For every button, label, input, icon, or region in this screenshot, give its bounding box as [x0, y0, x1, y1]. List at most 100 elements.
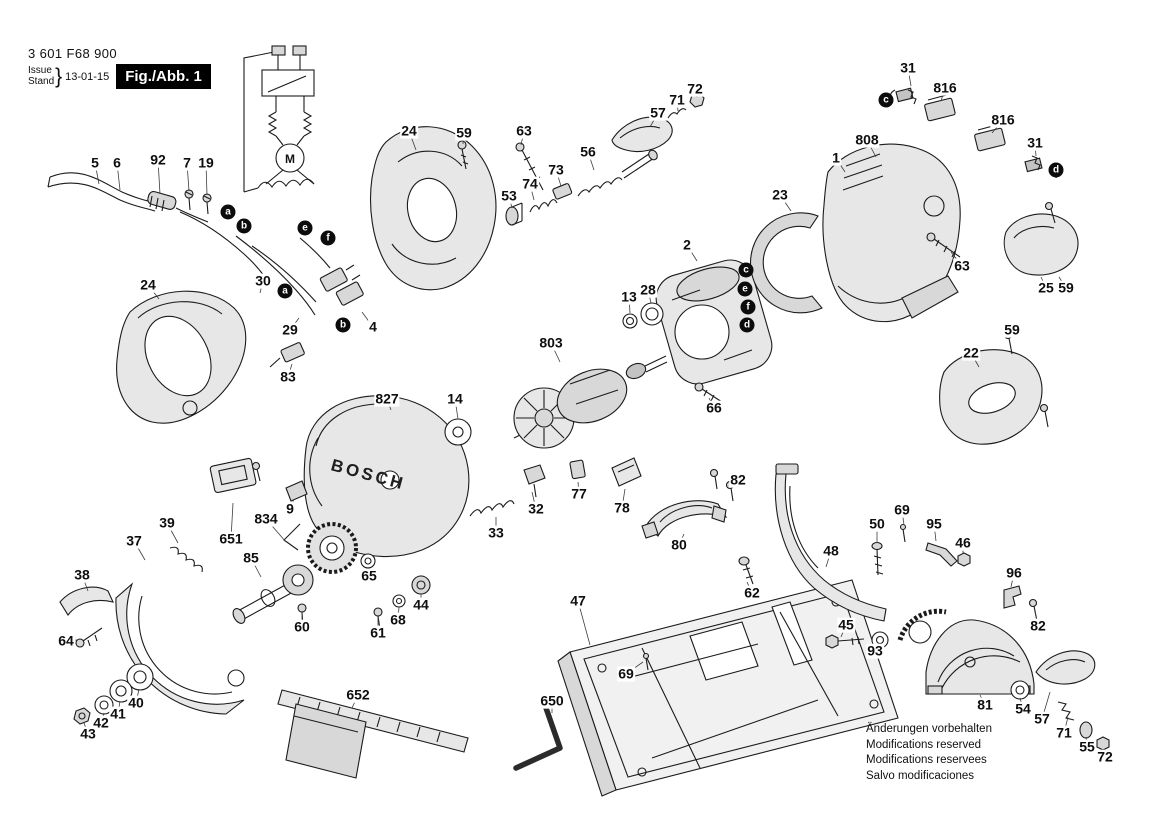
allen-key-650 — [513, 705, 563, 771]
part-label-57: 57 — [1033, 710, 1051, 727]
part-label-41: 41 — [109, 705, 127, 722]
part-label-85: 85 — [242, 549, 260, 566]
nut-46 — [957, 552, 971, 567]
part-label-816: 816 — [932, 79, 958, 96]
rack-sector — [897, 608, 947, 644]
stand-label: Stand — [28, 75, 55, 87]
motor-housing-1-808 — [822, 143, 961, 323]
part-label-31: 31 — [899, 59, 917, 76]
bearing-13 — [622, 313, 638, 329]
lever-95 — [925, 542, 958, 567]
letter-marker-c: c — [878, 92, 894, 108]
part-label-68: 68 — [389, 611, 407, 628]
part-label-63: 63 — [953, 257, 971, 274]
part-label-72: 72 — [1096, 748, 1114, 765]
part-label-44: 44 — [412, 596, 430, 613]
part-label-22: 22 — [962, 344, 980, 361]
issue-date: 13-01-15 — [65, 70, 110, 83]
part-label-30: 30 — [254, 272, 272, 289]
part-label-69: 69 — [893, 501, 911, 518]
part-label-5: 5 — [90, 154, 100, 171]
part-label-28: 28 — [639, 281, 657, 298]
part-label-55: 55 — [1078, 738, 1096, 755]
part-label-24: 24 — [400, 122, 418, 139]
part-label-50: 50 — [868, 515, 886, 532]
part-label-82: 82 — [729, 471, 747, 488]
part-label-72: 72 — [686, 80, 704, 97]
footer-note-es: Salvo modificaciones — [866, 769, 975, 782]
part-label-82: 82 — [1029, 617, 1047, 634]
part-label-31: 31 — [1026, 134, 1044, 151]
letter-marker-f: f — [320, 230, 336, 246]
screw-62 — [738, 556, 754, 585]
letter-marker-d: d — [1048, 162, 1064, 178]
flange-set-40-43 — [73, 663, 154, 725]
lever-38 — [59, 586, 114, 616]
armature-803 — [513, 355, 668, 449]
part-label-60: 60 — [293, 618, 311, 635]
plunger-53-74-73 — [505, 183, 573, 226]
motor-symbol: M — [285, 152, 295, 166]
part-label-24: 24 — [139, 276, 157, 293]
part-label-59: 59 — [455, 124, 473, 141]
part-label-96: 96 — [1005, 564, 1023, 581]
part-label-74: 74 — [521, 175, 539, 192]
part-label-59: 59 — [1057, 279, 1075, 296]
bearing-28 — [640, 302, 664, 326]
handle-shell-upper-24 — [370, 126, 497, 291]
connector-83 — [269, 342, 305, 368]
part-label-652: 652 — [345, 686, 371, 703]
issue-row: Issue Stand } 13-01-15 Fig./Abb. 1 — [28, 64, 211, 89]
part-label-83: 83 — [279, 368, 297, 385]
letter-marker-b: b — [236, 218, 252, 234]
part-label-45: 45 — [837, 616, 855, 633]
part-label-57: 57 — [649, 104, 667, 121]
letter-marker-c: c — [738, 262, 754, 278]
part-label-53: 53 — [500, 187, 518, 204]
wiring-schematic: M — [243, 45, 315, 193]
part-label-2: 2 — [682, 236, 692, 253]
document-number: 3 601 F68 900 — [28, 46, 118, 61]
part-label-65: 65 — [360, 567, 378, 584]
part-label-1: 1 — [831, 149, 841, 166]
spring-33 — [469, 500, 515, 517]
letter-marker-a: a — [277, 283, 293, 299]
screw-59-top — [457, 140, 469, 170]
part-label-29: 29 — [281, 321, 299, 338]
part-label-63: 63 — [515, 122, 533, 139]
doc-header: 3 601 F68 900 Issue Stand } 13-01-15 Fig… — [28, 46, 211, 89]
part-label-4: 4 — [368, 318, 378, 335]
part-label-92: 92 — [149, 151, 167, 168]
window-651 — [209, 457, 261, 494]
part-label-59: 59 — [1003, 321, 1021, 338]
clamp-parts-bottom-right — [1010, 650, 1110, 751]
letter-marker-e: e — [297, 220, 313, 236]
base-plate-47 — [557, 579, 899, 797]
letter-marker-f: f — [740, 299, 756, 315]
handle-shell-left-24 — [116, 290, 247, 424]
brush-assemblies-816 — [889, 87, 1057, 179]
letter-marker-e: e — [737, 281, 753, 297]
handle-cover-22 — [939, 330, 1049, 445]
part-label-78: 78 — [613, 499, 631, 516]
part-78 — [611, 457, 642, 487]
part-label-64: 64 — [57, 632, 75, 649]
footer-note-fr: Modifications reservees — [866, 754, 987, 766]
part-label-40: 40 — [127, 694, 145, 711]
part-label-25: 25 — [1037, 279, 1055, 296]
part-label-56: 56 — [579, 143, 597, 160]
blade-housing-827: BOSCH — [283, 395, 470, 557]
part-label-62: 62 — [743, 584, 761, 601]
connector-4 — [319, 264, 364, 306]
part-label-7: 7 — [182, 154, 192, 171]
part-label-32: 32 — [527, 500, 545, 517]
lower-guard-37 — [115, 582, 245, 715]
part-label-816: 816 — [990, 111, 1016, 128]
part-label-48: 48 — [822, 542, 840, 559]
part-label-71: 71 — [1055, 724, 1073, 741]
brace-glyph: } — [55, 64, 63, 88]
spring-rod-56 — [577, 149, 658, 197]
bolt-45 — [825, 634, 865, 649]
